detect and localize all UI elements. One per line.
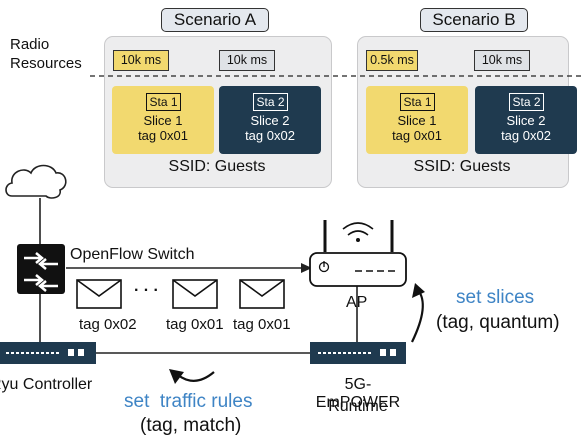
scenario-b-slice-2: Sta 2 Slice 2 tag 0x02	[475, 86, 577, 154]
cloud-icon	[5, 164, 67, 199]
slice-name: Slice 2	[250, 113, 290, 128]
station-label: Sta 2	[509, 93, 544, 111]
packet-tag-3: tag 0x01	[233, 316, 291, 333]
ellipsis: · · ·	[134, 282, 159, 299]
scenario-a-quantum-1: 10k ms	[113, 50, 169, 71]
scenario-a-slice-2: Sta 2 Slice 2 tag 0x02	[219, 86, 321, 154]
set-slices-args: (tag, quantum)	[436, 312, 560, 333]
packet-envelope-2	[172, 279, 218, 309]
set-slices-label: set slices	[456, 287, 535, 308]
openflow-switch-icon	[17, 244, 65, 294]
ap-label: AP	[346, 294, 368, 311]
set-slices-arrow	[411, 289, 424, 343]
scenario-b-ssid: SSID: Guests	[413, 158, 511, 175]
station-label: Sta 1	[146, 93, 181, 111]
slice-name: Slice 1	[397, 113, 437, 128]
packet-envelope-3	[239, 279, 285, 309]
station-label: Sta 1	[400, 93, 435, 111]
slice-tag: tag 0x02	[501, 128, 551, 143]
scenario-b-title: Scenario B	[420, 8, 528, 32]
slice-name: Slice 1	[143, 113, 183, 128]
slice-tag: tag 0x02	[245, 128, 295, 143]
slice-tag: tag 0x01	[138, 128, 188, 143]
scenario-a-slice-1: Sta 1 Slice 1 tag 0x01	[112, 86, 214, 154]
packet-tag-2: tag 0x01	[166, 316, 224, 333]
slice-name: Slice 2	[506, 113, 546, 128]
resources-label: Resources	[10, 55, 82, 72]
radio-label: Radio	[10, 36, 50, 53]
packet-envelope-1	[76, 279, 122, 309]
scenario-b-quantum-2: 10k ms	[474, 50, 530, 71]
controller-label: Ryu Controller	[0, 376, 93, 393]
switch-label: OpenFlow Switch	[70, 246, 195, 263]
runtime-label-line1: 5G-EmPOWER	[315, 376, 401, 411]
scenario-a-title: Scenario A	[161, 8, 269, 32]
scenario-a-quantum-2: 10k ms	[219, 50, 275, 71]
access-point-icon	[309, 220, 407, 287]
runtime-server-icon	[310, 342, 406, 364]
scenario-b-slice-1: Sta 1 Slice 1 tag 0x01	[366, 86, 468, 154]
set-rules-args: (tag, match)	[140, 415, 242, 436]
set-rules-arrow	[177, 371, 215, 382]
packet-tag-1: tag 0x02	[79, 316, 137, 333]
scenario-a-ssid: SSID: Guests	[168, 158, 266, 175]
station-label: Sta 2	[253, 93, 288, 111]
slice-tag: tag 0x01	[392, 128, 442, 143]
runtime-label-line2: Runtime	[328, 398, 388, 415]
scenario-b-quantum-1: 0.5k ms	[366, 50, 418, 71]
controller-server-icon	[0, 342, 96, 364]
set-rules-label: set traffic rules	[124, 391, 253, 412]
